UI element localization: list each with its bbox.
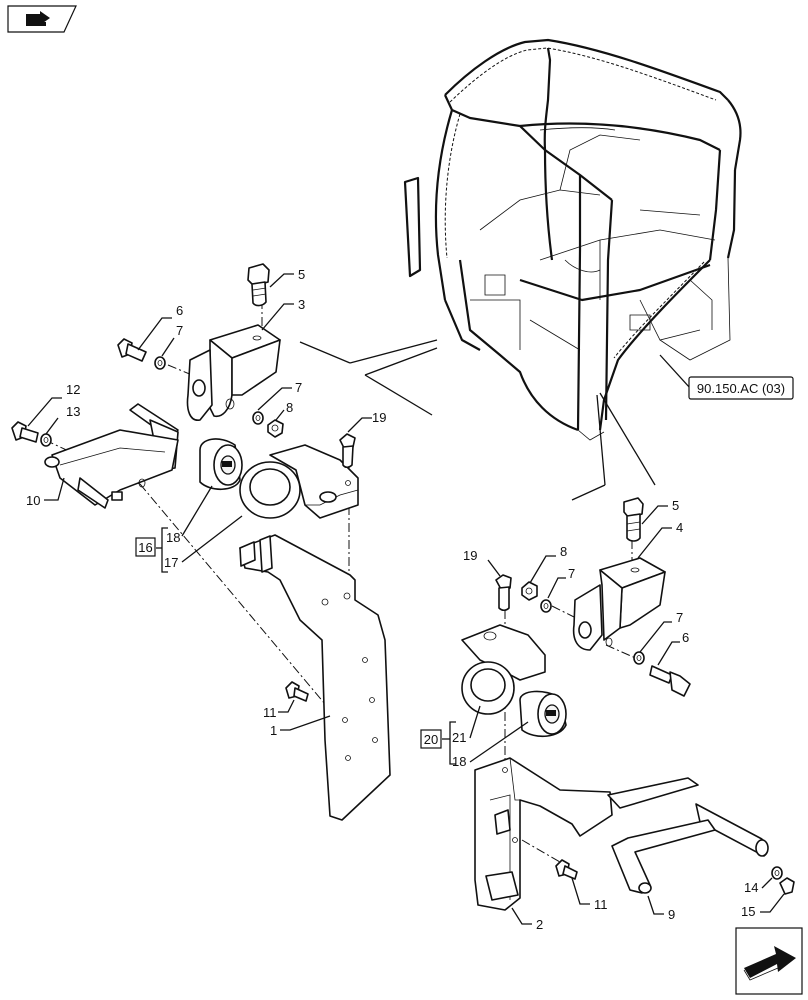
callout-7: 7: [176, 323, 183, 338]
callout-18: 18: [166, 530, 180, 545]
callout-12: 12: [66, 382, 80, 397]
reference-label: 90.150.AC (03): [697, 381, 785, 396]
assembly-16-label: 16: [135, 537, 156, 557]
assembly-20-label: 20: [420, 729, 442, 749]
reference-link[interactable]: 90.150.AC (03): [659, 354, 794, 400]
callout-6: 6: [176, 303, 183, 318]
bracket-2: [474, 757, 613, 911]
callout-19: 19: [463, 548, 477, 563]
bushing-18-left: [199, 438, 243, 491]
bracket-9: [607, 777, 769, 894]
bolt-19-right: [495, 574, 512, 612]
bracket-10: [44, 403, 179, 509]
callout-9: 9: [668, 907, 675, 922]
bolt-5-left: [247, 263, 270, 307]
callout-2: 2: [536, 917, 543, 932]
svg-text:20: 20: [424, 732, 438, 747]
callout-18: 18: [452, 754, 466, 769]
bolt-6-left: [117, 338, 147, 362]
callout-7: 7: [676, 610, 683, 625]
assembly-16-bracket: [156, 527, 168, 573]
svg-text:16: 16: [138, 540, 152, 555]
mount-17: [239, 444, 359, 519]
callout-leaders: [27, 273, 785, 925]
callout-4: 4: [676, 520, 683, 535]
nut-8-left: [267, 419, 284, 438]
callout-5: 5: [298, 267, 305, 282]
callout-7: 7: [568, 566, 575, 581]
callout-15: 15: [741, 904, 755, 919]
cab-frame: [403, 38, 742, 441]
callout-8: 8: [560, 544, 567, 559]
plate-1: [239, 534, 391, 821]
callout-1: 1: [270, 723, 277, 738]
document-arrow-icon[interactable]: [7, 5, 77, 33]
bracket-3: [186, 324, 281, 421]
next-page-arrow-icon[interactable]: [735, 927, 803, 995]
washer-7-right-a: [540, 599, 552, 613]
callout-13: 13: [66, 404, 80, 419]
mount-21: [461, 624, 546, 715]
bolt-11-right: [555, 859, 578, 880]
bolt-5-right: [623, 497, 644, 542]
callout-7: 7: [295, 380, 302, 395]
bolt-12: [11, 421, 39, 443]
bolt-19-left: [339, 433, 356, 469]
washer-7-left-a: [154, 356, 166, 370]
washer-13: [40, 433, 52, 447]
nut-8-right: [521, 581, 538, 601]
washer-7-left-b: [252, 411, 264, 425]
washer-7-right-b: [633, 651, 645, 665]
callout-8: 8: [286, 400, 293, 415]
bracket-4: [572, 557, 666, 651]
bolt-6-right: [649, 665, 691, 697]
callout-3: 3: [298, 297, 305, 312]
callout-labels: 5 3 6 7 12 13 7 8 19 10 18 17 11 1 5 4 8…: [26, 267, 758, 932]
callout-11: 11: [263, 705, 277, 720]
callout-17: 17: [164, 555, 178, 570]
callout-21: 21: [452, 730, 466, 745]
callout-11: 11: [594, 897, 608, 912]
callout-6: 6: [682, 630, 689, 645]
callout-5: 5: [672, 498, 679, 513]
cab-mount-leaders: [299, 339, 656, 501]
washer-14: [771, 866, 783, 880]
callout-14: 14: [744, 880, 758, 895]
callout-10: 10: [26, 493, 40, 508]
assembly-20-bracket: [442, 721, 456, 765]
bushing-18-right: [519, 690, 567, 738]
bolt-11-left: [285, 681, 309, 702]
bolt-15: [779, 877, 795, 895]
callout-19: 19: [372, 410, 386, 425]
